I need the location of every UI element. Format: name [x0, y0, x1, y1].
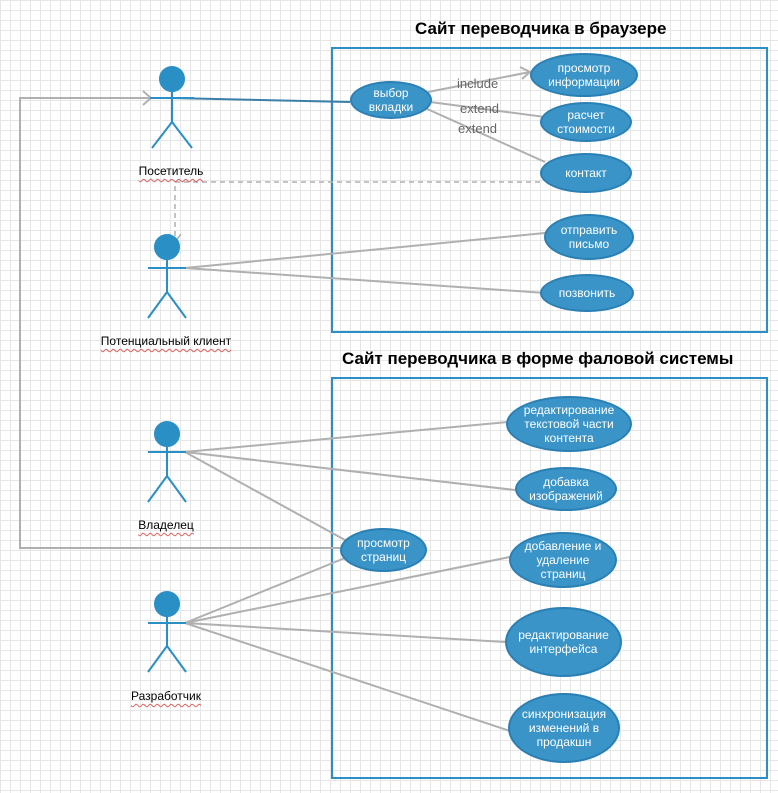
actor-developer-label: Разработчик: [131, 689, 201, 703]
use-case-add-images[interactable]: добавка изображений: [515, 467, 617, 511]
actor-visitor-label: Посетитель: [138, 164, 204, 178]
include-line: [427, 71, 531, 93]
assoc-dev-view-pages: [184, 557, 346, 624]
assoc-client-send-letter: [184, 232, 546, 269]
use-case-contact-label: контакт: [565, 166, 607, 180]
use-case-add-remove-pages-label: добавление и удаление страниц: [524, 539, 602, 581]
use-case-add-images-label: добавка изображений: [529, 475, 603, 503]
use-case-send-letter[interactable]: отправить письмо: [544, 214, 634, 260]
dependency-contact-client: [174, 181, 540, 242]
use-case-edit-interface[interactable]: редактирование интерфейса: [505, 607, 622, 677]
use-case-call-label: позвонить: [558, 286, 616, 300]
use-case-contact[interactable]: контакт: [540, 153, 632, 193]
assoc-client-call: [184, 267, 546, 294]
use-case-edit-interface-label: редактирование интерфейса: [518, 628, 609, 656]
actor-developer-figure[interactable]: [147, 591, 187, 673]
browser-system-title: Сайт переводчика в браузере: [415, 19, 667, 38]
actor-client-figure[interactable]: [147, 234, 187, 319]
use-case-view-info[interactable]: просмотр информации: [530, 53, 638, 97]
assoc-owner-view-pages: [184, 451, 346, 541]
use-case-select-tab-label: выбор вкладки: [368, 86, 414, 114]
use-case-edit-text-label: редактирование текстовой части контента: [523, 403, 615, 445]
assoc-dev-add-remove: [184, 556, 511, 624]
use-case-sync-changes[interactable]: синхронизация изменений в продакшн: [508, 693, 620, 763]
actor-client-label: Потенциальный клиент: [100, 334, 232, 348]
actor-owner-figure[interactable]: [147, 421, 187, 503]
assoc-owner-add-images: [184, 451, 516, 491]
filesystem-system-title: Сайт переводчика в форме фаловой системы: [342, 349, 734, 368]
extend-label-1: extend: [460, 101, 500, 116]
use-case-select-tab[interactable]: выбор вкладки: [350, 81, 432, 119]
use-case-price-calc-label: расчет стоимости: [557, 108, 615, 136]
filesystem-system-boundary: [331, 377, 768, 779]
assoc-visitor-select-tab: [171, 97, 351, 103]
use-case-view-pages-label: просмотр страниц: [357, 536, 410, 564]
actor-owner-label: Владелец: [138, 518, 194, 532]
extend-line-1: [429, 101, 546, 118]
extend-label-2: extend: [458, 121, 498, 136]
include-label: include: [457, 76, 499, 91]
assoc-dev-sync: [184, 622, 511, 732]
use-case-price-calc[interactable]: расчет стоимости: [540, 102, 632, 142]
assoc-owner-edit-text: [184, 421, 509, 453]
actor-visitor-figure[interactable]: [150, 66, 194, 149]
assoc-view-pages-visitor: [19, 97, 340, 549]
use-case-view-info-label: просмотр информации: [548, 61, 620, 89]
use-case-view-pages[interactable]: просмотр страниц: [340, 528, 427, 572]
use-case-edit-text[interactable]: редактирование текстовой части контента: [506, 396, 632, 452]
assoc-dev-edit-interface: [184, 622, 506, 643]
browser-system-boundary: [331, 47, 768, 333]
use-case-sync-changes-label: синхронизация изменений в продакшн: [521, 707, 607, 749]
use-case-add-remove-pages[interactable]: добавление и удаление страниц: [509, 532, 617, 588]
use-case-call[interactable]: позвонить: [540, 274, 634, 312]
extend-line-2: [424, 107, 546, 163]
use-case-send-letter-label: отправить письмо: [560, 223, 618, 251]
